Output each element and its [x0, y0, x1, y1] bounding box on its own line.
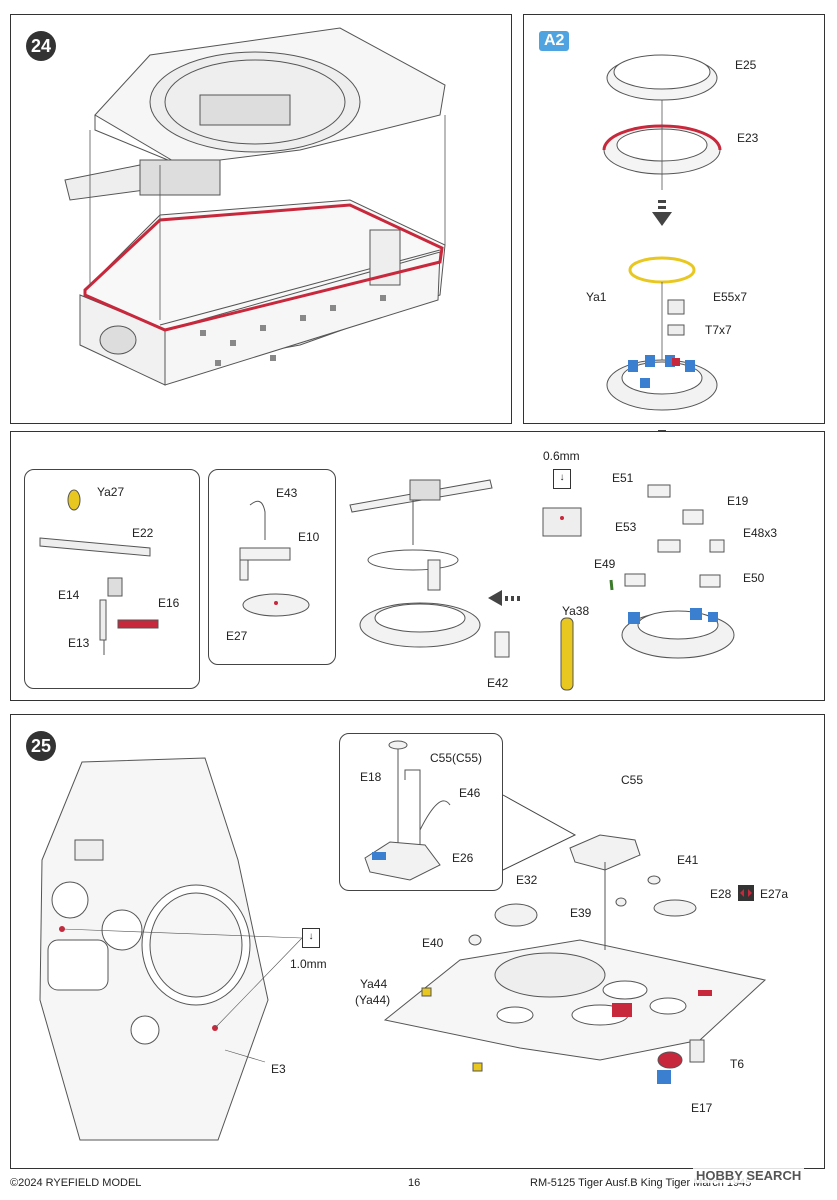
label-e41: E41 — [677, 853, 699, 867]
label-t7x7: T7x7 — [705, 323, 732, 337]
label-e22: E22 — [132, 526, 154, 540]
label-t6: T6 — [730, 1057, 745, 1071]
label-e39: E39 — [570, 906, 592, 920]
label-e48x3: E48x3 — [743, 526, 778, 540]
label-e18: E18 — [360, 770, 382, 784]
label-e32: E32 — [516, 873, 538, 887]
label-ya44-alt: (Ya44) — [355, 993, 391, 1007]
thickness-icon-2: ↓ — [302, 928, 320, 948]
label-ya27: Ya27 — [97, 485, 125, 499]
label-e3: E3 — [271, 1062, 286, 1076]
label-e49: E49 — [594, 557, 616, 571]
label-e14: E14 — [58, 588, 80, 602]
label-e27a: E27a — [760, 887, 789, 901]
label-ya38: Ya38 — [562, 604, 590, 618]
label-e26: E26 — [452, 851, 474, 865]
label-e55x7: E55x7 — [713, 290, 748, 304]
label-e53: E53 — [615, 520, 637, 534]
thickness-icon-1: ↓ — [553, 469, 571, 489]
label-e50: E50 — [743, 571, 765, 585]
watermark: HOBBY SEARCH — [693, 1168, 805, 1183]
page-number: 16 — [408, 1177, 421, 1189]
label-ya44: Ya44 — [360, 977, 388, 991]
a2-badge: A2 — [539, 31, 570, 51]
label-e25: E25 — [735, 58, 757, 72]
label-ya1: Ya1 — [586, 290, 607, 304]
label-e51: E51 — [612, 471, 634, 485]
label-c55-alt: C55(C55) — [430, 751, 483, 765]
label-e43: E43 — [276, 486, 298, 500]
label-e46: E46 — [459, 786, 481, 800]
label-e40: E40 — [422, 936, 444, 950]
step24-turret-panel — [10, 14, 512, 424]
copyright: ©2024 RYEFIELD MODEL — [10, 1177, 142, 1189]
label-e10: E10 — [298, 530, 320, 544]
step25-badge: 25 — [26, 731, 56, 761]
mg-subassembly-box — [24, 469, 200, 689]
label-e17: E17 — [691, 1101, 713, 1115]
label-e28: E28 — [710, 887, 732, 901]
label-thickness-1-0: 1.0mm — [290, 957, 327, 971]
label-thickness-0-6: 0.6mm — [543, 449, 580, 463]
label-e27: E27 — [226, 629, 248, 643]
label-e23: E23 — [737, 131, 759, 145]
label-e13: E13 — [68, 636, 90, 650]
label-e16: E16 — [158, 596, 180, 610]
label-e19: E19 — [727, 494, 749, 508]
step24-a2-panel — [523, 14, 825, 424]
mount-subassembly-box — [208, 469, 336, 665]
label-c55: C55 — [621, 773, 644, 787]
label-e42: E42 — [487, 676, 509, 690]
step24-badge: 24 — [26, 31, 56, 61]
